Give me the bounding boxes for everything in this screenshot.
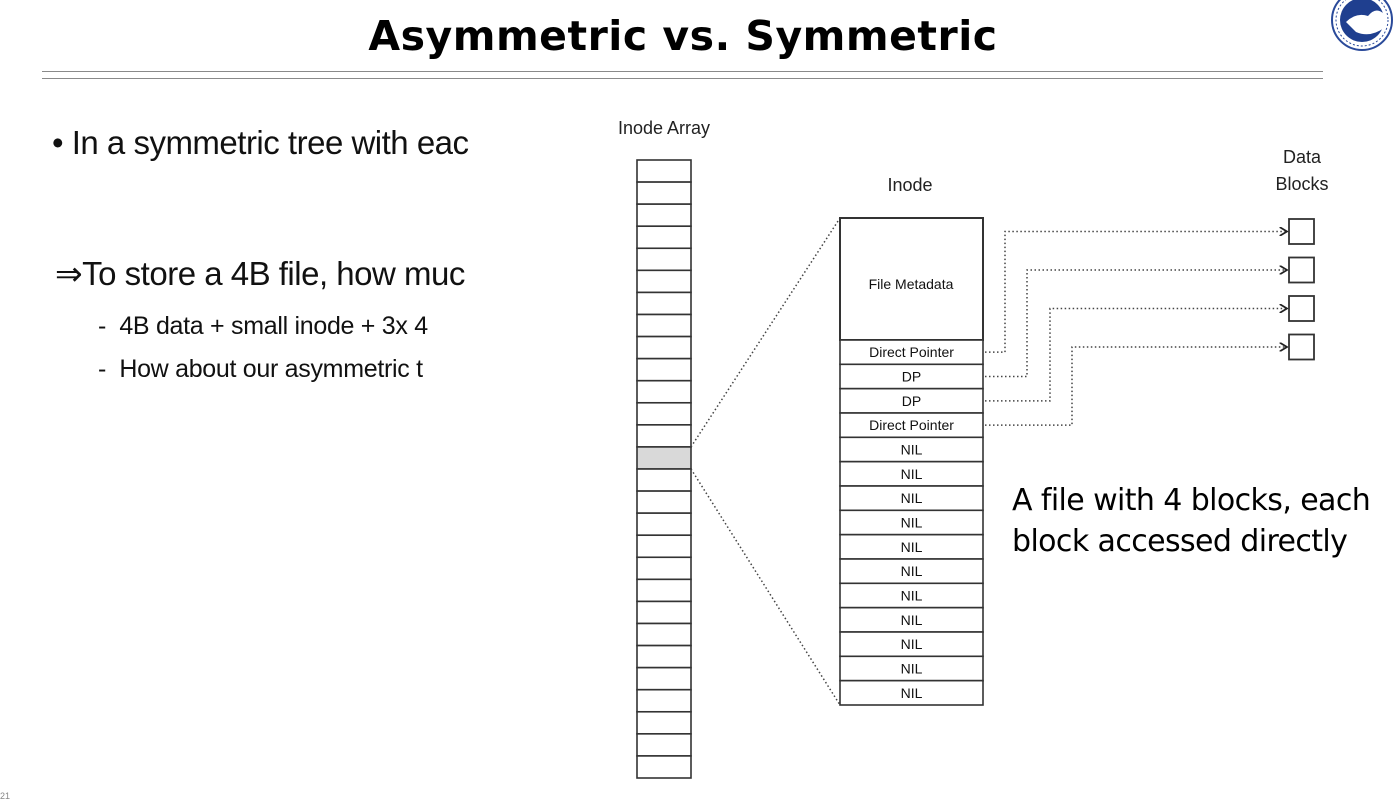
slide-title: Asymmetric vs. Symmetric — [368, 12, 998, 60]
inode-array-row — [636, 556, 692, 581]
page-number: 21 — [0, 791, 11, 801]
bullet-text: 4B data + small inode + 3x 4 — [119, 312, 428, 340]
inode-array-row — [636, 225, 692, 250]
inode-array-row — [636, 203, 692, 228]
pointer-label: DP — [902, 393, 921, 409]
nil-pointer-cell — [839, 582, 984, 609]
nil-pointer-cell — [839, 679, 984, 706]
direct-pointer-cell — [839, 412, 984, 439]
diagram-caption: A file with 4 blocks, each block accesse… — [1012, 480, 1371, 562]
data-block — [1288, 256, 1315, 284]
inode-array-row — [636, 379, 692, 404]
pointer-label: NIL — [901, 442, 923, 458]
bullet-marker: - — [98, 312, 107, 340]
title-divider-bottom — [42, 78, 1323, 79]
inode-array-row — [636, 622, 692, 647]
metadata-label: File Metadata — [869, 276, 954, 292]
data-block — [1288, 333, 1315, 361]
pointer-label: NIL — [901, 685, 923, 701]
bullet-text: How about our asymmetric t — [119, 355, 423, 383]
data-block — [1288, 295, 1315, 322]
inode-array-row — [636, 666, 692, 691]
inode-array-row — [636, 600, 692, 625]
inode-array-row — [636, 755, 692, 779]
pointer-label: NIL — [901, 563, 923, 579]
data-blocks — [1288, 218, 1315, 361]
pointer-label: NIL — [901, 588, 923, 604]
inode-label: Inode — [887, 175, 932, 195]
inode-array-row — [636, 578, 692, 603]
nil-pointer-cell — [839, 436, 984, 463]
pointer-connectors — [985, 232, 1287, 426]
inode-array-row — [636, 710, 692, 735]
pointer-label: NIL — [901, 466, 923, 482]
pointer-label: Direct Pointer — [869, 344, 954, 360]
data-block — [1288, 218, 1315, 245]
direct-pointer-cell — [839, 363, 984, 390]
inode-array-label: Inode Array — [618, 118, 710, 138]
inode-array-selected-row — [636, 446, 692, 470]
pointer-arrow — [985, 270, 1287, 378]
inode-array-row — [636, 247, 692, 272]
zoom-connector-lines — [690, 217, 841, 706]
pointer-label: NIL — [901, 490, 923, 506]
inode-array-row — [636, 733, 692, 757]
inode-array-row — [636, 269, 692, 294]
inode-array-row — [636, 512, 692, 537]
inode-array-row — [636, 468, 692, 492]
inode-array-row — [636, 335, 692, 360]
inode-array-row — [636, 159, 692, 183]
inode-array-row — [636, 313, 692, 338]
caption-line-1: A file with 4 blocks, each — [1012, 483, 1371, 518]
inode-array-row — [636, 644, 692, 669]
pointer-label: NIL — [901, 636, 923, 652]
pointer-label: NIL — [901, 612, 923, 628]
nil-pointer-cell — [839, 655, 984, 682]
inode-array-row — [636, 490, 692, 514]
bullet-text: In a symmetric tree with eac — [71, 124, 469, 161]
inode-array-row — [636, 291, 692, 316]
pointer-label: NIL — [901, 539, 923, 555]
nil-pointer-cell — [839, 606, 984, 633]
zoom-line-bottom — [690, 468, 841, 706]
pointer-label: Direct Pointer — [869, 417, 954, 433]
university-seal-icon — [1331, 0, 1393, 51]
implies-arrow-icon: ⇒ — [55, 255, 83, 292]
bullet-item: ⇒To store a 4B file, how muc — [55, 254, 465, 293]
inode-array-row — [636, 401, 692, 426]
inode-array-row — [636, 534, 692, 559]
inode-array-row — [636, 181, 692, 205]
pointer-arrow — [985, 347, 1287, 426]
data-blocks-label-line1: Data — [1283, 147, 1322, 167]
sub-bullet-item: - How about our asymmetric t — [98, 355, 423, 384]
inode-array-row — [636, 424, 692, 448]
pointer-label: NIL — [901, 661, 923, 677]
pointer-label: NIL — [901, 515, 923, 531]
data-blocks-label-line2: Blocks — [1275, 174, 1328, 194]
bullet-text: To store a 4B file, how muc — [82, 255, 465, 292]
caption-line-2: block accessed directly — [1012, 524, 1348, 559]
zoom-line-top — [690, 217, 841, 448]
pointer-label: DP — [902, 369, 921, 385]
pointer-arrow — [985, 232, 1287, 353]
bullet-marker: • — [52, 124, 64, 161]
inode-array — [636, 159, 692, 779]
pointer-arrow — [985, 309, 1287, 402]
bullet-list: • In a symmetric tree with eac ⇒To store… — [0, 0, 562, 800]
bullet-item: • In a symmetric tree with eac — [52, 124, 469, 162]
inode-array-row — [636, 357, 692, 382]
inode-array-row — [636, 688, 692, 713]
bullet-marker: - — [98, 355, 107, 383]
sub-bullet-item: - 4B data + small inode + 3x 4 — [98, 312, 428, 341]
title-divider-top — [42, 71, 1323, 72]
